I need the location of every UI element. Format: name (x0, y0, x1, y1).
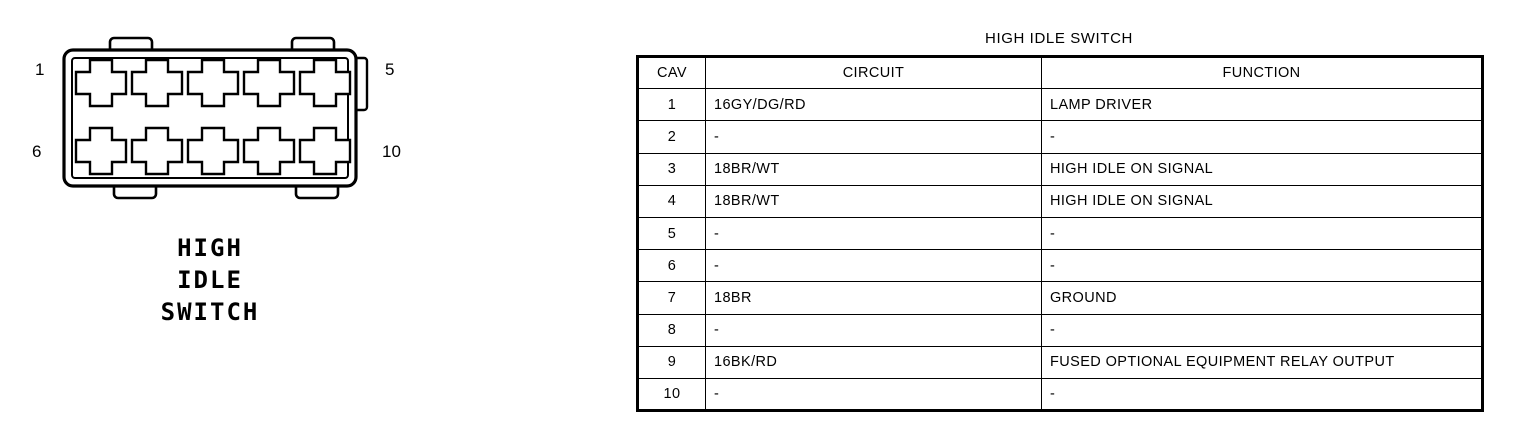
connector-caption-line-3: SWITCH (160, 298, 260, 326)
cell-cav: 1 (637, 88, 706, 122)
pin-number-5: 5 (385, 60, 395, 79)
pin-number-10: 10 (382, 142, 401, 161)
cavity-4 (242, 58, 296, 108)
table-row: 5-- (637, 216, 1483, 251)
table-row: 8-- (637, 313, 1483, 347)
cavity-3 (186, 58, 240, 108)
cell-function: - (1041, 120, 1483, 154)
cell-function: GROUND (1041, 281, 1483, 315)
cavity-2 (130, 58, 184, 108)
cell-function: HIGH IDLE ON SIGNAL (1041, 152, 1483, 186)
connector-cavity-grid (74, 58, 352, 176)
cell-cav: 9 (637, 345, 706, 379)
table-header-row: CAV CIRCUIT FUNCTION (637, 55, 1483, 90)
cell-circuit: 16BK/RD (705, 345, 1042, 379)
table-row: 10-- (637, 377, 1483, 412)
cell-circuit: - (705, 249, 1042, 283)
cell-cav: 3 (637, 152, 706, 186)
connector-caption-line-1: HIGH (177, 234, 243, 262)
cell-circuit: - (705, 120, 1042, 154)
cell-function: - (1041, 216, 1483, 251)
column-header-circuit: CIRCUIT (705, 55, 1042, 90)
cell-function: - (1041, 249, 1483, 283)
cell-function: LAMP DRIVER (1041, 88, 1483, 122)
cell-circuit: - (705, 313, 1042, 347)
connector-illustration (62, 36, 369, 200)
cavity-5 (298, 58, 352, 108)
cell-circuit: - (705, 216, 1042, 251)
cell-cav: 6 (637, 249, 706, 283)
cell-circuit: 18BR/WT (705, 184, 1042, 218)
pin-number-6: 6 (32, 142, 42, 161)
cell-function: HIGH IDLE ON SIGNAL (1041, 184, 1483, 218)
cavity-10 (298, 126, 352, 176)
connector-diagram-panel: 1 6 5 10 HIGH IDLE SWITCH (0, 0, 460, 442)
cell-cav: 2 (637, 120, 706, 154)
cavity-7 (130, 126, 184, 176)
cell-cav: 8 (637, 313, 706, 347)
table-title: HIGH IDLE SWITCH (985, 30, 1133, 47)
cell-function: - (1041, 313, 1483, 347)
cell-cav: 5 (637, 216, 706, 251)
table-row: 2-- (637, 120, 1483, 154)
pinout-table-header: CAV CIRCUIT FUNCTION (637, 55, 1483, 90)
column-header-function: FUNCTION (1041, 55, 1483, 90)
connector-caption: HIGH IDLE SWITCH (0, 232, 420, 328)
cavity-1 (74, 58, 128, 108)
pin-number-1: 1 (35, 60, 45, 79)
cell-circuit: 18BR (705, 281, 1042, 315)
cavity-8 (186, 126, 240, 176)
cell-cav: 4 (637, 184, 706, 218)
cell-circuit: 18BR/WT (705, 152, 1042, 186)
cell-cav: 10 (637, 377, 706, 412)
cell-function: FUSED OPTIONAL EQUIPMENT RELAY OUTPUT (1041, 345, 1483, 379)
cell-circuit: - (705, 377, 1042, 412)
connector-caption-line-2: IDLE (177, 266, 243, 294)
cell-cav: 7 (637, 281, 706, 315)
column-header-cav: CAV (637, 55, 706, 90)
cavity-9 (242, 126, 296, 176)
cell-circuit: 16GY/DG/RD (705, 88, 1042, 122)
table-row: 6-- (637, 249, 1483, 283)
cell-function: - (1041, 377, 1483, 412)
cavity-6 (74, 126, 128, 176)
